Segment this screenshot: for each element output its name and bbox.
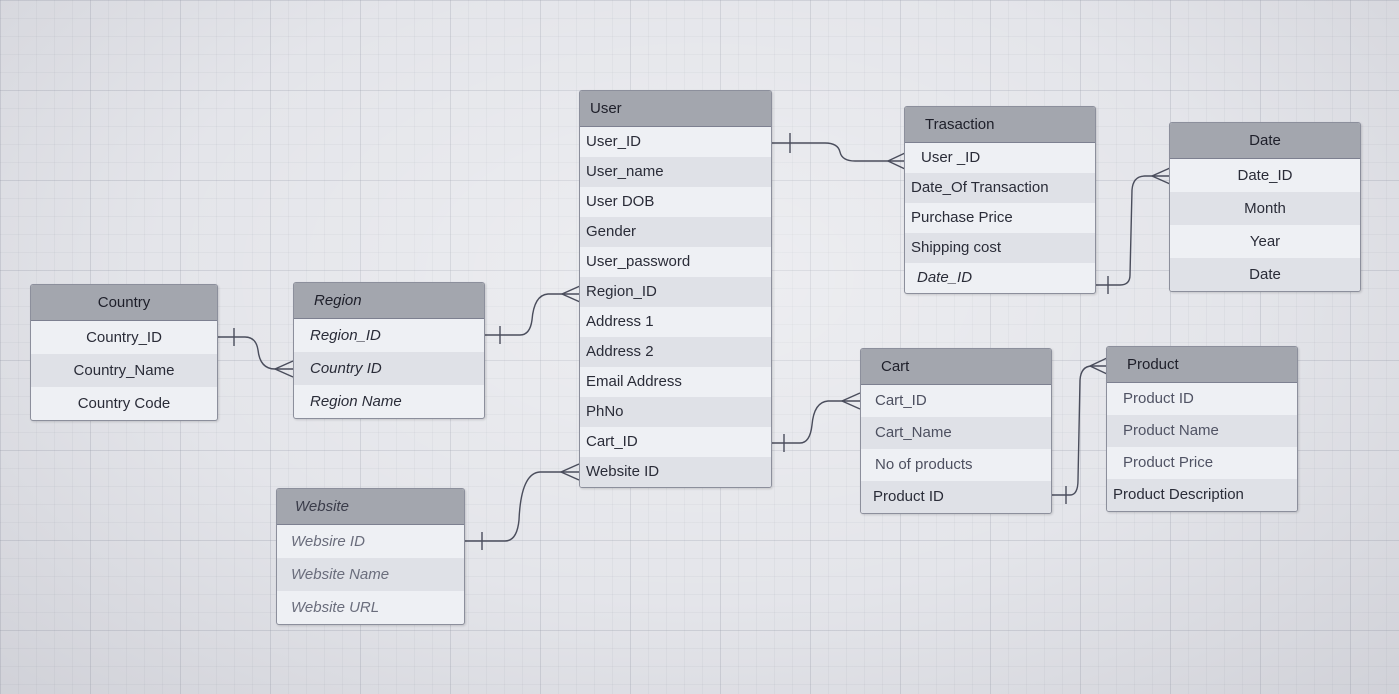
entity-region-title: Region bbox=[294, 283, 484, 319]
transaction-field-date-id: Date_ID bbox=[917, 269, 973, 286]
user-field-user-id: User_ID bbox=[586, 133, 642, 150]
user-field-region-id: Region_ID bbox=[580, 277, 771, 307]
date-field-date: Date bbox=[1170, 258, 1360, 291]
entity-cart[interactable]: Cart Cart_ID Cart_Name No of products Pr… bbox=[860, 348, 1052, 514]
entity-country-title: Country bbox=[31, 285, 217, 321]
link-country-region[interactable] bbox=[217, 328, 294, 378]
transaction-field-purchase-price: Purchase Price bbox=[911, 209, 1013, 226]
product-field-product-price: Product Price bbox=[1123, 454, 1214, 471]
cart-field-product-id: Product ID bbox=[861, 481, 1051, 513]
product-field-product-name: Product Name bbox=[1107, 415, 1297, 447]
website-field-website-url: Website URL bbox=[291, 599, 380, 616]
transaction-field-shipping-cost: Shipping cost bbox=[905, 233, 1095, 263]
transaction-field-user-id: User _ID bbox=[921, 149, 981, 166]
link-region-user[interactable] bbox=[483, 285, 581, 344]
user-field-user-name: User_name bbox=[580, 157, 771, 187]
date-field-date-id: Date_ID bbox=[1237, 167, 1293, 184]
user-field-gender: Gender bbox=[580, 217, 771, 247]
entity-user-title: User bbox=[580, 91, 771, 127]
entity-product[interactable]: Product Product ID Product Name Product … bbox=[1106, 346, 1298, 512]
country-field-country-code: Country Code bbox=[77, 395, 171, 412]
user-field-user-password: User_password bbox=[586, 253, 691, 270]
website-field-website-id: Websire ID bbox=[291, 533, 365, 550]
entity-transaction[interactable]: Trasaction User _ID Date_Of Transaction … bbox=[904, 106, 1096, 294]
date-field-month: Month bbox=[1170, 192, 1360, 225]
cart-field-cart-name: Cart_Name bbox=[861, 417, 1051, 449]
region-field-region-name: Region Name bbox=[310, 393, 402, 410]
entity-date[interactable]: Date Date_ID Month Year Date bbox=[1169, 122, 1361, 292]
website-field-website-name: Website Name bbox=[277, 558, 464, 591]
entity-product-title: Product bbox=[1107, 347, 1297, 383]
link-user-cart[interactable] bbox=[766, 392, 861, 452]
link-website-user[interactable] bbox=[463, 463, 580, 550]
transaction-field-date-of-transaction: Date_Of Transaction bbox=[905, 173, 1095, 203]
country-field-country-id: Country_ID bbox=[86, 329, 162, 346]
user-field-address-2: Address 2 bbox=[580, 337, 771, 367]
user-field-website-id: Website ID bbox=[580, 457, 771, 487]
entity-country[interactable]: Country Country_ID Country_Name Country … bbox=[30, 284, 218, 421]
cart-field-no-of-products: No of products bbox=[875, 456, 973, 473]
link-transaction-date[interactable] bbox=[1093, 167, 1171, 294]
region-field-country-id: Country ID bbox=[294, 352, 484, 385]
product-field-product-description: Product Description bbox=[1107, 479, 1297, 511]
user-field-phno: PhNo bbox=[580, 397, 771, 427]
entity-region[interactable]: Region Region_ID Country ID Region Name bbox=[293, 282, 485, 419]
user-field-cart-id: Cart_ID bbox=[586, 433, 638, 450]
entity-website[interactable]: Website Websire ID Website Name Website … bbox=[276, 488, 465, 625]
date-field-year: Year bbox=[1249, 233, 1281, 250]
user-field-user-dob: User DOB bbox=[586, 193, 655, 210]
entity-transaction-title: Trasaction bbox=[905, 107, 1095, 143]
user-field-address-1: Address 1 bbox=[586, 313, 654, 330]
region-field-region-id: Region_ID bbox=[310, 327, 381, 344]
link-user-transaction[interactable] bbox=[770, 133, 906, 170]
country-field-country-name: Country_Name bbox=[31, 354, 217, 387]
product-field-product-id: Product ID bbox=[1123, 390, 1194, 407]
cart-field-cart-id: Cart_ID bbox=[875, 392, 927, 409]
entity-date-title: Date bbox=[1170, 123, 1360, 159]
user-field-email-address: Email Address bbox=[586, 373, 682, 390]
entity-user[interactable]: User User_ID User_name User DOB Gender U… bbox=[579, 90, 772, 488]
entity-cart-title: Cart bbox=[861, 349, 1051, 385]
link-cart-product[interactable] bbox=[1048, 357, 1108, 504]
entity-website-title: Website bbox=[277, 489, 464, 525]
